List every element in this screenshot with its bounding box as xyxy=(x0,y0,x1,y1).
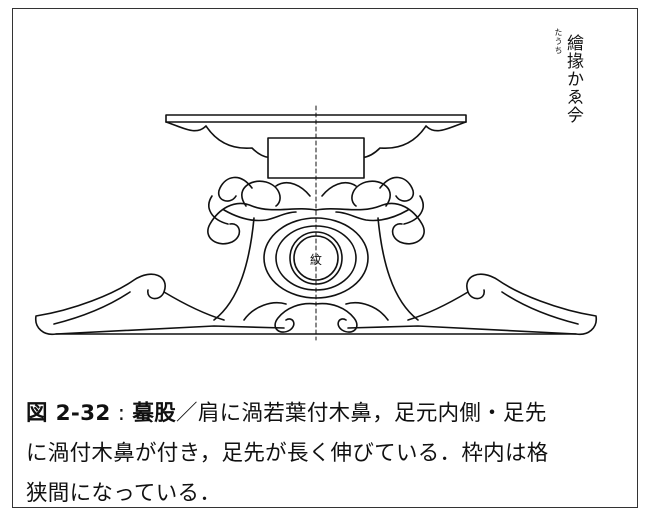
caption-line-1: ／肩に渦若葉付木鼻，足元内側・足先 xyxy=(176,401,547,426)
figure-frame xyxy=(12,8,638,508)
left-inner-foot-scroll xyxy=(243,302,317,333)
handwritten-annotation: たうち 繪掾かゑ𫝆 xyxy=(544,28,592,148)
left-foot xyxy=(34,273,285,336)
caption-line-3: 狭間になっている． xyxy=(26,481,222,506)
caption-separator: : xyxy=(110,401,133,426)
right-foot xyxy=(347,273,598,336)
crest-label: 紋 xyxy=(309,253,322,267)
caption-line-2: に渦付木鼻が付き，足先が長く伸びている．枠内は格 xyxy=(26,441,549,466)
top-beam-left-curl xyxy=(165,121,283,159)
left-upper-scroll xyxy=(207,176,317,245)
top-beam-right-curl xyxy=(349,121,467,159)
body-left-side xyxy=(213,217,255,321)
right-upper-scroll xyxy=(315,176,425,245)
body-right-side xyxy=(377,217,419,321)
figure-title: 蟇股 xyxy=(132,401,177,426)
figure-number: 図 2-32 xyxy=(26,401,111,426)
inner-frame xyxy=(263,217,369,299)
annotation-ruby: たうち xyxy=(554,28,563,55)
crest-circle xyxy=(289,231,343,285)
annotation-main: 繪掾かゑ𫝆 xyxy=(563,34,583,124)
kaerumata-drawing: 紋 xyxy=(14,10,636,370)
right-inner-foot-scroll xyxy=(315,302,389,333)
figure-caption: 図 2-32 : 蟇股／肩に渦若葉付木鼻，足元内側・足先 に渦付木鼻が付き，足先… xyxy=(26,394,626,514)
